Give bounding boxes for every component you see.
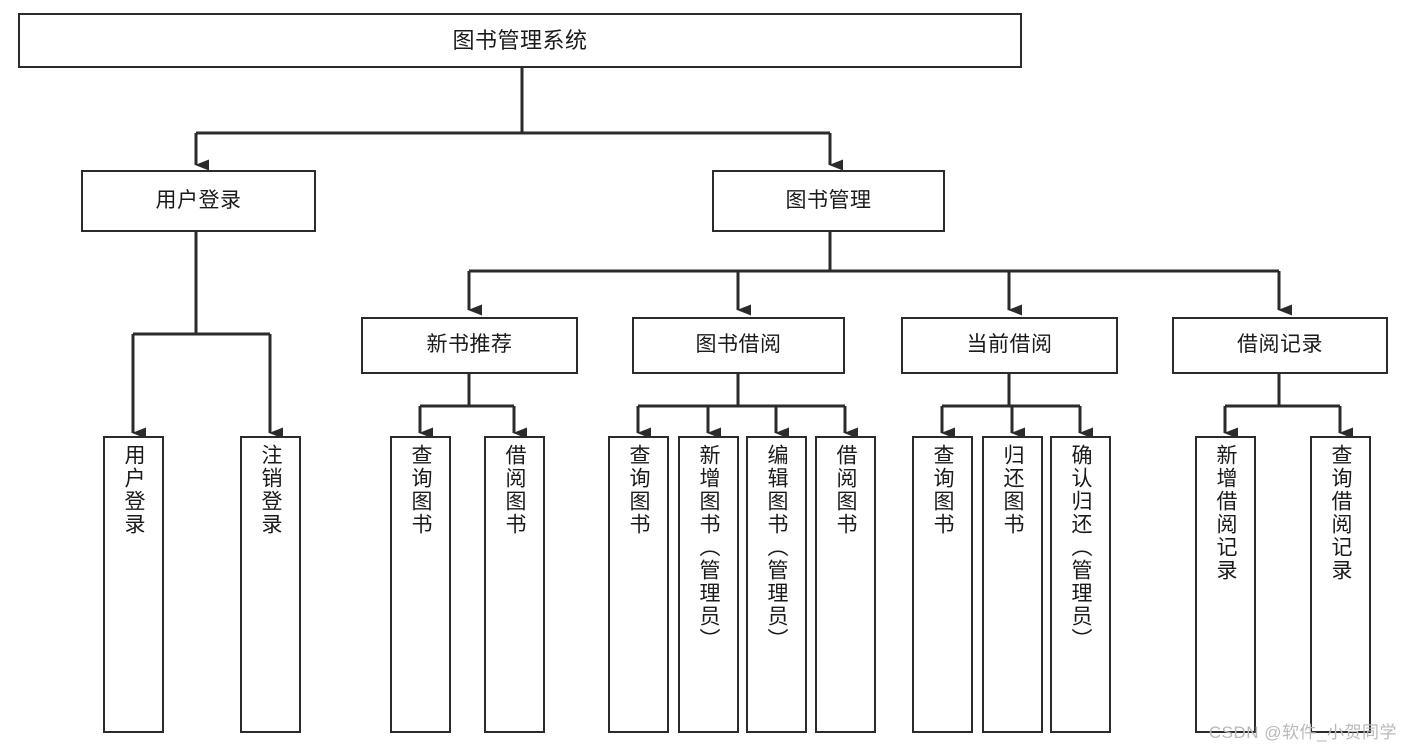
node-label: 归还图书 — [1001, 444, 1024, 536]
node-user-login[interactable]: 用户登录 — [81, 170, 316, 232]
node-label: 新增图书（管理员） — [697, 444, 720, 651]
leaf-edit-book[interactable]: 编辑图书（管理员） — [746, 436, 807, 733]
node-label: 查询图书 — [931, 444, 954, 536]
node-label: 新书推荐 — [426, 333, 513, 357]
leaf-return-book[interactable]: 归还图书 — [982, 436, 1043, 733]
node-book-management[interactable]: 图书管理 — [712, 170, 945, 232]
node-label: 查询借阅记录 — [1329, 444, 1352, 582]
node-book-borrow[interactable]: 图书借阅 — [632, 317, 845, 374]
leaf-add-record[interactable]: 新增借阅记录 — [1195, 436, 1256, 733]
node-label: 新增借阅记录 — [1214, 444, 1237, 582]
node-label: 借阅记录 — [1237, 333, 1323, 357]
node-label: 查询图书 — [627, 444, 650, 536]
node-label: 当前借阅 — [966, 333, 1053, 357]
node-label: 图书借阅 — [695, 333, 782, 357]
node-label: 确认归还（管理员） — [1069, 444, 1092, 651]
node-label: 图书管理 — [785, 188, 872, 212]
leaf-query-book-2[interactable]: 查询图书 — [608, 436, 669, 733]
leaf-confirm-return[interactable]: 确认归还（管理员） — [1050, 436, 1111, 733]
node-current-borrow[interactable]: 当前借阅 — [901, 317, 1118, 374]
node-label: 借阅图书 — [503, 444, 526, 536]
node-label: 用户登录 — [122, 444, 145, 536]
leaf-add-book[interactable]: 新增图书（管理员） — [678, 436, 739, 733]
node-root-system[interactable]: 图书管理系统 — [18, 13, 1022, 68]
node-label: 编辑图书（管理员） — [765, 444, 788, 651]
node-label: 借阅图书 — [834, 444, 857, 536]
leaf-user-login[interactable]: 用户登录 — [103, 436, 164, 733]
leaf-query-record[interactable]: 查询借阅记录 — [1310, 436, 1371, 733]
leaf-borrow-book-2[interactable]: 借阅图书 — [815, 436, 876, 733]
node-label: 图书管理系统 — [452, 27, 588, 53]
node-label: 用户登录 — [155, 188, 242, 212]
node-label: 查询图书 — [409, 444, 432, 536]
node-new-book-recommend[interactable]: 新书推荐 — [361, 317, 578, 374]
leaf-query-book-1[interactable]: 查询图书 — [390, 436, 451, 733]
leaf-borrow-book-1[interactable]: 借阅图书 — [484, 436, 545, 733]
leaf-query-book-3[interactable]: 查询图书 — [912, 436, 973, 733]
node-borrow-record[interactable]: 借阅记录 — [1172, 317, 1388, 374]
leaf-logout-login[interactable]: 注销登录 — [240, 436, 301, 733]
watermark: CSDN @软件_小贺同学 — [1208, 723, 1397, 742]
node-label: 注销登录 — [259, 444, 282, 536]
